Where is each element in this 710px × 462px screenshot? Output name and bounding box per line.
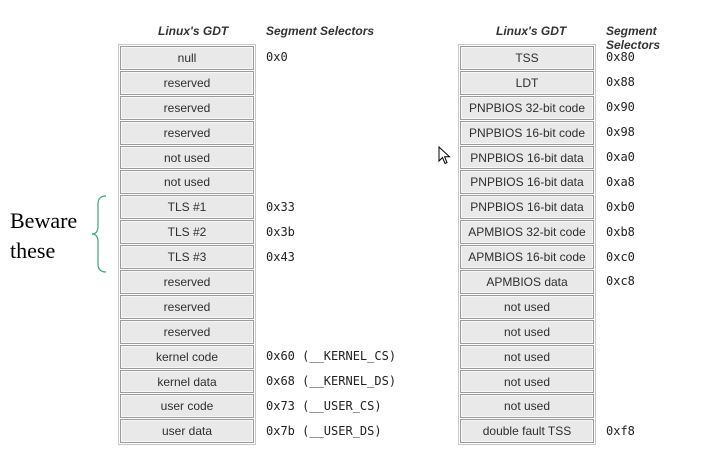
gdt-entry: TLS #2 [120,220,254,245]
gdt-entry: null [120,46,254,70]
right-selectors-header: Segment Selectors [606,24,661,52]
segment-selector [606,294,635,319]
segment-selector: 0xa0 [606,150,635,164]
segment-selector [606,393,635,418]
segment-selector [266,70,396,95]
gdt-entry: double fault TSS [460,419,594,444]
gdt-entry: APMBIOS 32-bit code [460,220,594,245]
segment-selector [266,145,396,170]
gdt-entry: reserved [120,70,254,95]
gdt-entry: kernel data [120,369,254,394]
segment-selector [266,319,396,344]
segment-selector [266,169,396,194]
segment-selector [266,120,396,145]
segment-selector [266,269,396,294]
segment-selector: 0xf8 [606,423,635,438]
gdt-entry: PNPBIOS 16-bit data [460,195,594,220]
segment-selector: 0x98 [606,125,635,140]
segment-selector: 0xa8 [606,174,635,189]
segment-selector [606,319,635,344]
gdt-entry: TLS #1 [120,195,254,220]
mouse-pointer-icon [438,146,451,165]
segment-selector: 0x73 (__USER_CS) [266,398,382,413]
segment-selector: 0x90 [606,100,635,115]
gdt-entry: reserved [120,95,254,120]
left-selectors-column: 0x0 0x33 0x3b 0x43 0x60 (__KERNEL_CS) 0x68 (_… [266,45,396,443]
gdt-entry: TSS [460,46,594,70]
gdt-entry: APMBIOS data [460,270,594,294]
segment-selector: 0x80 [606,50,635,65]
right-selectors-column: 0x80 0x88 0x90 0x98 0xa0 0xa8 0xb0 0xb8 0xc0 0xc8… [606,45,635,443]
gdt-entry: not used [460,369,594,394]
segment-selector: 0x3b [266,224,295,239]
segment-selector: 0xc8 [606,274,635,289]
beware-annotation: Beware these [10,206,77,266]
gdt-entry: user data [120,419,254,444]
gdt-entry: not used [460,294,594,319]
gdt-entry: not used [460,394,594,419]
gdt-entry: not used [460,319,594,344]
beware-line-2: these [10,238,56,263]
brace-icon [92,195,107,273]
right-gdt-header: Linux's GDT [496,24,567,38]
gdt-entry: reserved [120,120,254,145]
segment-selector: 0xc0 [606,249,635,264]
segment-selector: 0x0 [266,50,288,65]
beware-line-1: Beware [10,208,78,233]
segment-selector: 0x7b (__USER_DS) [266,423,382,438]
segment-selector: 0x68 (__KERNEL_DS) [266,374,397,389]
gdt-entry: not used [460,344,594,369]
segment-selector [266,294,396,319]
segment-selector: 0x88 [606,75,635,90]
segment-selector: 0x43 [266,249,295,264]
gdt-entry: PNPBIOS 16-bit code [460,120,594,145]
gdt-entry: user code [120,394,254,419]
gdt-entry: reserved [120,294,254,319]
gdt-entry: not used [120,145,254,170]
segment-selector [606,369,635,394]
gdt-entry: PNPBIOS 32-bit code [460,95,594,120]
gdt-entry: LDT [460,70,594,95]
gdt-entry: PNPBIOS 16-bit data [460,145,594,170]
segment-selector [606,344,635,369]
segment-selector: 0x60 (__KERNEL_CS) [266,349,397,364]
segment-selector: 0xb0 [606,199,635,214]
segment-selector: 0x33 [266,199,295,214]
gdt-entry: reserved [120,319,254,344]
segment-selector [266,95,396,120]
left-selectors-header: Segment Selectors [266,24,375,38]
gdt-entry: PNPBIOS 16-bit data [460,170,594,195]
gdt-entry: TLS #3 [120,245,254,270]
gdt-entry: not used [120,170,254,195]
left-gdt-header: Linux's GDT [158,24,229,38]
gdt-entry: APMBIOS 16-bit code [460,245,594,270]
segment-selector: 0xb8 [606,224,635,239]
gdt-entry: kernel code [120,344,254,369]
gdt-entry: reserved [120,270,254,294]
